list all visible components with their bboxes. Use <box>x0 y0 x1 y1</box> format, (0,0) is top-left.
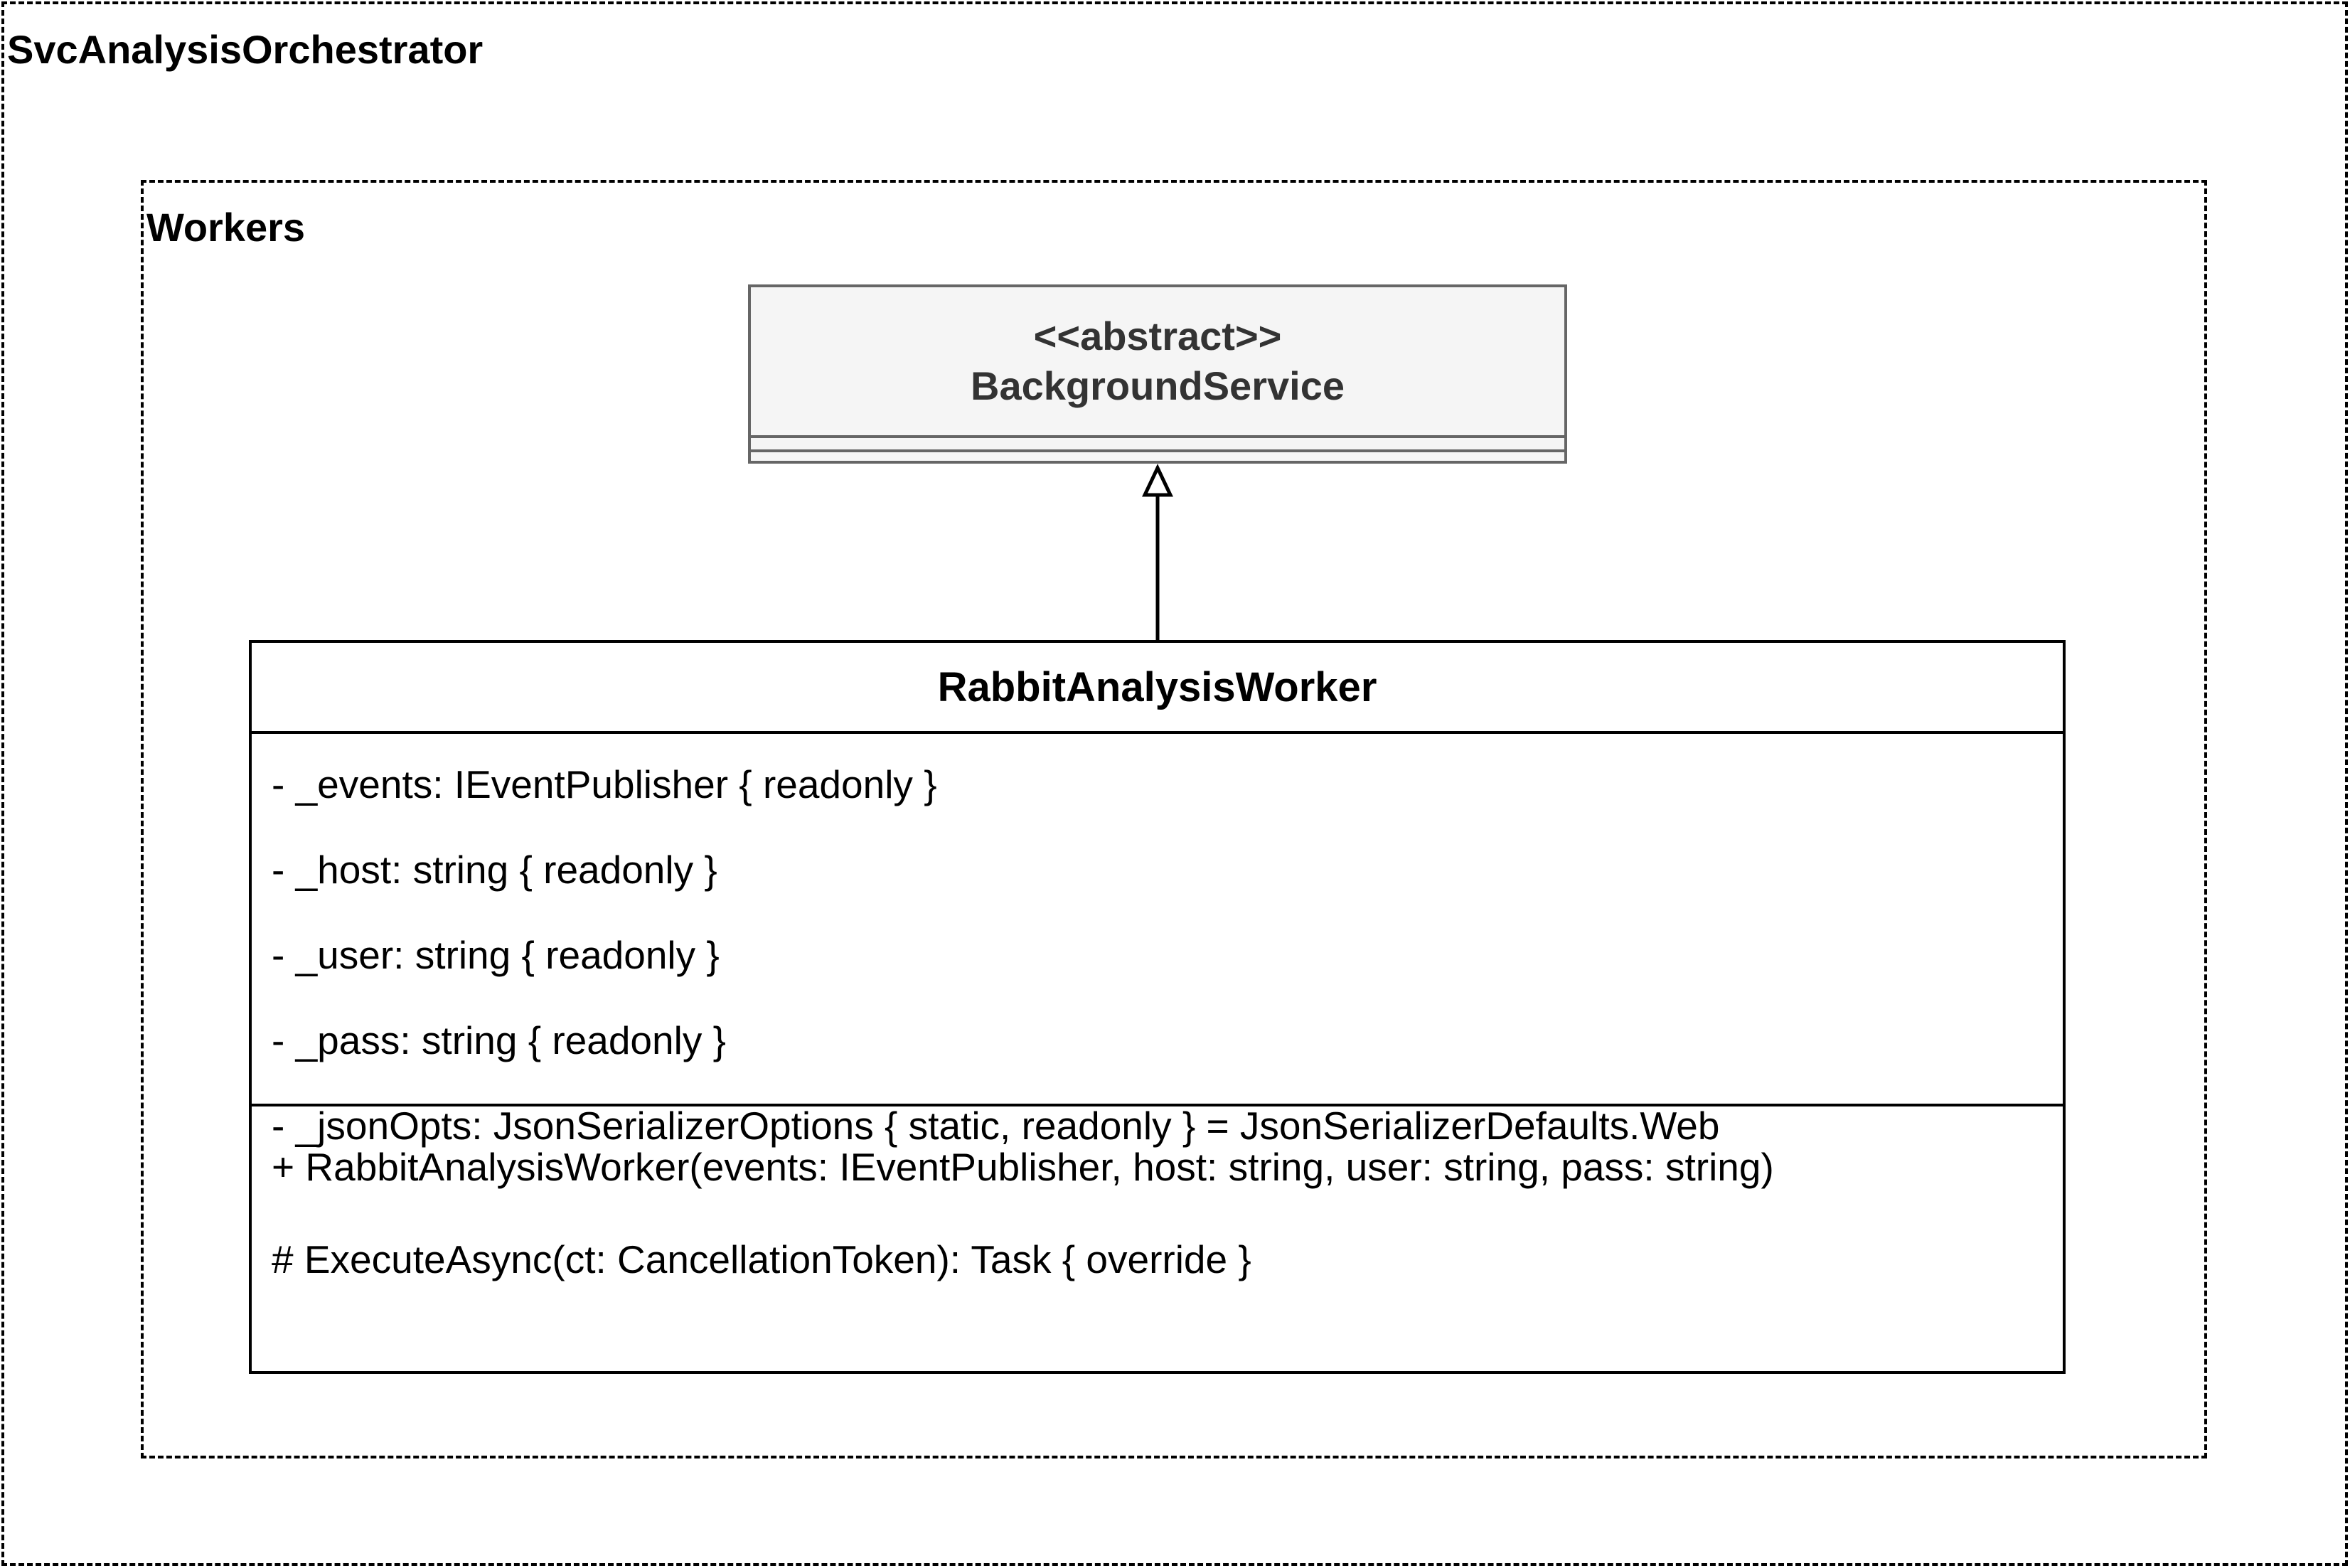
worker-class-header: RabbitAnalysisWorker <box>252 643 2063 734</box>
worker-class-name: RabbitAnalysisWorker <box>937 663 1377 710</box>
background-service-header: <<abstract>> BackgroundService <box>751 287 1564 435</box>
workers-container <box>141 180 2207 1458</box>
attributes-divider <box>751 435 1564 438</box>
operation-execute-async: # ExecuteAsync(ct: CancellationToken): T… <box>272 1237 1251 1281</box>
attribute-host: - _host: string { readonly } <box>272 848 717 892</box>
attribute-pass: - _pass: string { readonly } <box>272 1018 726 1062</box>
workers-title: Workers <box>146 205 306 250</box>
worker-attributes: - _events: IEventPublisher { readonly } … <box>252 734 2063 1146</box>
rabbit-analysis-worker-class: RabbitAnalysisWorker - _events: IEventPu… <box>249 640 2066 1374</box>
attribute-user: - _user: string { readonly } <box>272 933 720 977</box>
operations-divider <box>751 449 1564 452</box>
abstract-stereotype: <<abstract>> <box>1033 314 1282 358</box>
attribute-events: - _events: IEventPublisher { readonly } <box>272 762 937 806</box>
worker-operations: + RabbitAnalysisWorker(events: IEventPub… <box>252 1106 2063 1371</box>
attribute-json-opts: - _jsonOpts: JsonSerializerOptions { sta… <box>272 1104 1720 1148</box>
background-service-name: BackgroundService <box>971 363 1345 408</box>
background-service-class: <<abstract>> BackgroundService <box>748 284 1567 464</box>
operation-constructor: + RabbitAnalysisWorker(events: IEventPub… <box>272 1145 1774 1189</box>
orchestrator-title: SvcAnalysisOrchestrator <box>7 27 484 72</box>
